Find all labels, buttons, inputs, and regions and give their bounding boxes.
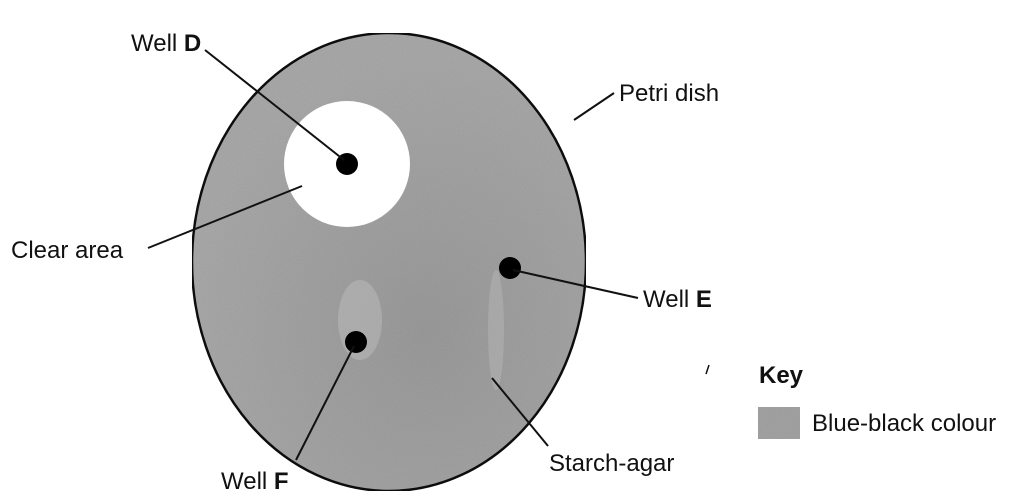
key-swatch-blue-black — [758, 407, 800, 439]
well-f — [345, 331, 367, 353]
stray-mark — [706, 365, 709, 374]
label-starch-agar: Starch-agar — [549, 450, 674, 477]
starch-agar-region — [192, 33, 586, 491]
label-clear-area: Clear area — [11, 237, 124, 264]
well-e — [499, 257, 521, 279]
leader-petri-dish — [574, 93, 614, 120]
key-label-blue-black: Blue-black colour — [812, 410, 996, 437]
agar-light-patch — [488, 270, 504, 390]
petri-dish — [192, 33, 586, 491]
key-title: Key — [759, 362, 804, 389]
label-petri-dish: Petri dish — [619, 80, 719, 107]
label-well-e: Well E — [643, 286, 712, 313]
key: Key Blue-black colour — [758, 362, 996, 439]
label-well-d: Well D — [131, 30, 201, 57]
label-well-f: Well F — [221, 468, 289, 495]
